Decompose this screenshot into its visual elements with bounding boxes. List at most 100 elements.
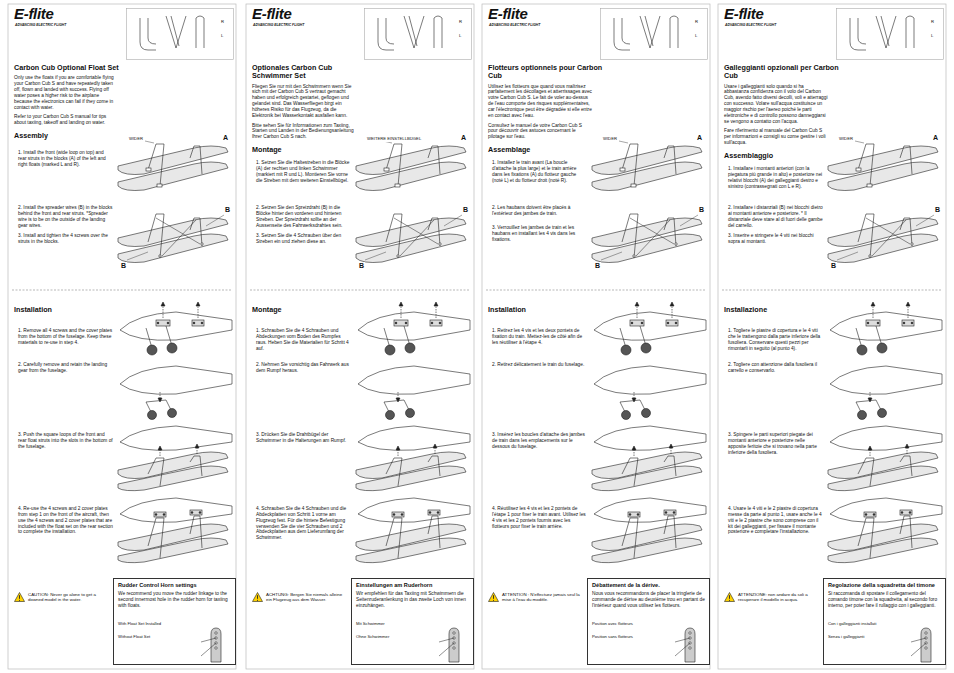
intro-text: Only use the floats if you are comfortab… xyxy=(14,75,118,110)
box-heading: Débattement de la dérive. xyxy=(592,582,705,589)
brand-tagline: ADVANCING ELECTRIC FLIGHT xyxy=(15,24,66,27)
setting-label: Position sans flotteurs xyxy=(592,634,668,639)
callout-letter: B xyxy=(698,206,705,214)
step-text: 3. Inserire e stringere le 4 viti nei bl… xyxy=(728,233,823,245)
step-text: 2. Installare i distanziali (B) nei bloc… xyxy=(728,205,823,228)
setting-label: Position avec flotteurs xyxy=(592,621,668,626)
step-text: 1. Installez le train avant (La boucle d… xyxy=(492,160,587,183)
step-text: 1. Remove all 4 screws and the cover pla… xyxy=(18,328,113,346)
section-title: Galleggianti opzionali per Carbon Cub xyxy=(724,64,839,81)
intro-note: Consultez le manuel de votre Carbon Cub … xyxy=(488,123,592,141)
caution-note: CAUTION: Never go alone to get a downed … xyxy=(28,592,110,603)
intro-note: Fare riferimento al manuale del Carbon C… xyxy=(724,128,828,146)
section-title: Optionales Carbon Cub Schwimmer Set xyxy=(252,64,367,81)
callout-letter: A xyxy=(460,134,467,142)
callout-letter: A xyxy=(932,134,939,142)
section-heading: Montage xyxy=(252,146,282,154)
brand-tagline: ADVANCING ELECTRIC FLIGHT xyxy=(253,24,304,27)
step-text: 3. Install and tighten the 4 screws over… xyxy=(18,233,113,245)
part-label: L xyxy=(458,34,462,39)
box-heading: Einstellungen am Ruderhorn xyxy=(356,582,469,589)
callout-letter: B xyxy=(830,262,837,270)
intro-note: Refer to your Carbon Cub S manual for ti… xyxy=(14,114,118,126)
step-text: 3. Setzen Sie die 4 Schrauben über den S… xyxy=(256,233,351,245)
step-illustrations xyxy=(15,9,944,663)
part-label: L xyxy=(930,34,934,39)
part-label: WIDER xyxy=(602,137,618,142)
callout-letter: B xyxy=(934,206,941,214)
part-label: WIDER xyxy=(838,137,854,142)
callout-letter: B xyxy=(224,206,231,214)
box-heading: Rudder Control Horn settings xyxy=(118,582,231,589)
section-title: Flotteurs optionnels pour Carbon Cub xyxy=(488,64,603,81)
step-text: 1. Installare i montanti anteriori (con … xyxy=(728,166,823,189)
part-label: WIDER xyxy=(128,137,144,142)
step-text: 3. Verrouillez les jambes de train et le… xyxy=(492,225,587,243)
step-text: 4. Schrauben Sie die 4 Schrauben und die… xyxy=(256,506,351,541)
callout-letter: B xyxy=(594,262,601,270)
section-heading: Installazione xyxy=(724,306,767,314)
part-label: R xyxy=(930,20,935,25)
step-text: 2. Setzen Sie den Spreizdraht (B) in die… xyxy=(256,205,351,228)
column-frames xyxy=(8,4,946,669)
callout-letter: B xyxy=(358,262,365,270)
part-label: L xyxy=(694,34,698,39)
step-text: 2. Install the spreader wires (B) in the… xyxy=(18,205,113,228)
step-text: 4. Réutilisez les 4 vis et les 2 pontets… xyxy=(492,506,587,529)
step-text: 4. Usare le 4 viti e le 2 piastre di cop… xyxy=(728,506,823,535)
brand-tagline: ADVANCING ELECTRIC FLIGHT xyxy=(489,24,540,27)
caution-note: ACHTUNG: Bergen Sie niemals alleine ein … xyxy=(266,592,348,603)
setting-label: Without Float Set xyxy=(118,634,194,639)
step-text: 2. Carefully remove and retain the landi… xyxy=(18,362,113,374)
step-text: 2. Retirez délicatement le train du fuse… xyxy=(492,362,587,368)
step-text: 1. Install the front (wide loop on top) … xyxy=(18,150,113,168)
brand-tagline: ADVANCING ELECTRIC FLIGHT xyxy=(725,24,776,27)
intro-text: Utilisez les flotteurs que quand vous ma… xyxy=(488,84,592,119)
setting-label: Ohne Schwimmer xyxy=(356,634,432,639)
section-title: Carbon Cub Optional Float Set xyxy=(14,64,129,72)
section-dividers xyxy=(12,290,942,291)
section-heading: Installation xyxy=(14,306,52,314)
step-text: 1. Togliere le piastre di copertura e le… xyxy=(728,328,823,351)
step-text: 4. Re-use the 4 screws and 2 cover plate… xyxy=(18,506,113,535)
part-label: R xyxy=(220,20,225,25)
box-text: Wir empfehlen für das Taxiing mit Schwim… xyxy=(356,591,469,609)
step-text: 2. Togliere con attenzione dalla fusolie… xyxy=(728,362,823,374)
settings-box: Einstellungen am RuderhornWir empfehlen … xyxy=(351,578,474,665)
brand-logo: E-flite xyxy=(252,6,292,21)
box-text: We recommend you move the rudder linkage… xyxy=(118,591,231,609)
settings-box: Regolazione della squadretta del timoneS… xyxy=(823,578,946,665)
step-text: 2. Les haubans doivent être placés à l'e… xyxy=(492,205,587,217)
box-heading: Regolazione della squadretta del timone xyxy=(828,582,941,589)
caution-note: ATTENTION : N'effectuez jamais seul la m… xyxy=(502,592,584,603)
part-label: L xyxy=(220,34,224,39)
setting-label: Mit Schwimmer xyxy=(356,621,432,626)
setting-label: With Float Set Installed xyxy=(118,621,194,626)
step-text: 1. Schrauben Sie die 4 Schrauben und Abd… xyxy=(256,328,351,351)
box-text: Si raccomanda di spostare il collegament… xyxy=(828,591,941,609)
setting-label: Con i galleggianti installati xyxy=(828,621,904,626)
intro-note: Bitte sehen Sie für Informationen zum Ta… xyxy=(252,123,356,141)
part-label: R xyxy=(458,20,463,25)
setting-label: Senza i galleggianti xyxy=(828,634,904,639)
callout-letter: A xyxy=(222,134,229,142)
brand-logo: E-flite xyxy=(14,6,54,21)
brand-logo: E-flite xyxy=(724,6,764,21)
box-text: Nous vous recommandons de placer la trin… xyxy=(592,591,705,609)
callout-letter: B xyxy=(462,206,469,214)
section-heading: Assemblage xyxy=(488,146,530,154)
part-label: WEITERE EINSTELLBÜGEL xyxy=(366,137,422,142)
brand-logo: E-flite xyxy=(488,6,528,21)
step-text: 1. Retirez les 4 vis et les deux pontets… xyxy=(492,328,587,346)
step-text: 3. Drücken Sie die Drahtbügel der Schwim… xyxy=(256,432,351,444)
callout-letter: B xyxy=(120,262,127,270)
section-heading: Montage xyxy=(252,306,282,314)
step-text: 3. Spingere le parti superiori piegate d… xyxy=(728,432,823,455)
caution-note: ATTENZIONE: non andare da soli a recuper… xyxy=(738,592,820,603)
part-label: R xyxy=(694,20,699,25)
section-heading: Assemblaggio xyxy=(724,152,773,160)
section-heading: Installation xyxy=(488,306,526,314)
intro-text: Fliegen Sie nur mit den Schwimmern wenn … xyxy=(252,84,356,119)
step-text: 3. Insérez les boucles d'attache des jam… xyxy=(492,432,587,450)
